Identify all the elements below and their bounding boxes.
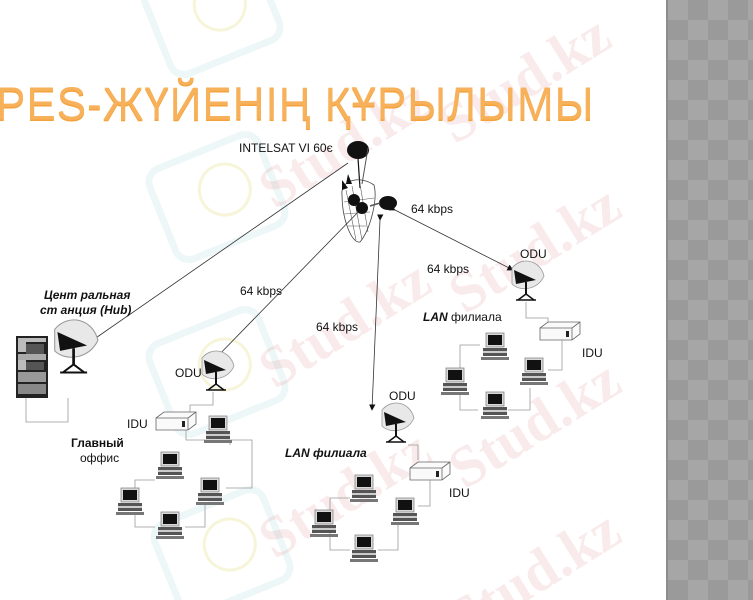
branch-center-pc-icon <box>349 534 379 563</box>
hub-server-rack-icon <box>16 336 48 398</box>
network-diagram <box>16 141 581 563</box>
slide: Stud.kz Stud.kz Stud.kz Stud.kz Stud.kz … <box>0 0 666 600</box>
main-office-name-line2: оффис <box>80 451 120 465</box>
link-speed-label: 64 kbps <box>427 262 470 276</box>
main-office-idu-label: IDU <box>127 417 148 431</box>
link-hub-satellite <box>89 162 349 343</box>
main-office-pc-icon <box>155 451 185 480</box>
branch-center-odu-dish-icon <box>381 402 415 443</box>
slide-title: PES-ЖҮЙЕНІҢ ҚҰРЫЛЫМЫ <box>0 78 595 131</box>
satellite-icon <box>341 141 397 243</box>
branch-right-odu-dish-icon <box>511 260 545 301</box>
decorative-side-panel <box>666 0 753 600</box>
branch-right-lan-bold: LAN <box>423 310 448 324</box>
branch-right-pc-icon <box>519 357 549 386</box>
branch-right-odu-label: ODU <box>520 247 547 261</box>
link-speed-label: 64 kbps <box>240 284 283 298</box>
link-satellite-branch-center <box>369 214 384 411</box>
branch-center-lan-text: филиала <box>313 446 367 460</box>
branch-center-odu-label: ODU <box>389 389 416 403</box>
branch-right-lan-label: LAN филиала <box>423 310 502 324</box>
branch-center-idu-label: IDU <box>449 486 470 500</box>
hub-cable <box>25 398 69 423</box>
branch-center-idu-icon <box>409 461 451 481</box>
link-satellite-branch-right <box>388 204 514 271</box>
link-speed-label: 64 kbps <box>316 320 359 334</box>
hub-label-line2: ст анция (Hub) <box>40 303 132 317</box>
branch-center-lan-label: LAN филиала <box>285 446 367 460</box>
branch-right-lan-text: филиала <box>451 310 502 324</box>
main-office-odu-dish-icon <box>201 350 235 391</box>
satellite-label: INTELSAT VI 60є <box>239 141 333 155</box>
main-office-pc-icon <box>115 487 145 516</box>
main-office-idu-icon <box>155 411 197 431</box>
hub-dish-icon <box>53 318 100 374</box>
main-office-pc-icon <box>203 415 233 444</box>
main-office-name-line1: Главный <box>71 436 124 450</box>
main-office-pc-icon <box>155 511 185 540</box>
branch-right-pc-icon <box>480 391 510 420</box>
branch-center-lan-bold: LAN <box>285 446 310 460</box>
branch-right-pc-icon <box>480 332 510 361</box>
branch-center-pc-icon <box>390 497 420 526</box>
branch-right-pc-icon <box>440 367 470 396</box>
main-office-odu-label: ODU <box>175 366 202 380</box>
link-speed-label: 64 kbps <box>411 202 454 216</box>
main-office-pc-icon <box>195 477 225 506</box>
branch-right-idu-icon <box>539 321 581 341</box>
link-satellite-main-office <box>211 204 366 363</box>
branch-right-idu-label: IDU <box>582 346 603 360</box>
branch-center-pc-icon <box>309 509 339 538</box>
hub-label-line1: Цент ральная <box>44 288 131 302</box>
branch-center-pc-icon <box>349 474 379 503</box>
